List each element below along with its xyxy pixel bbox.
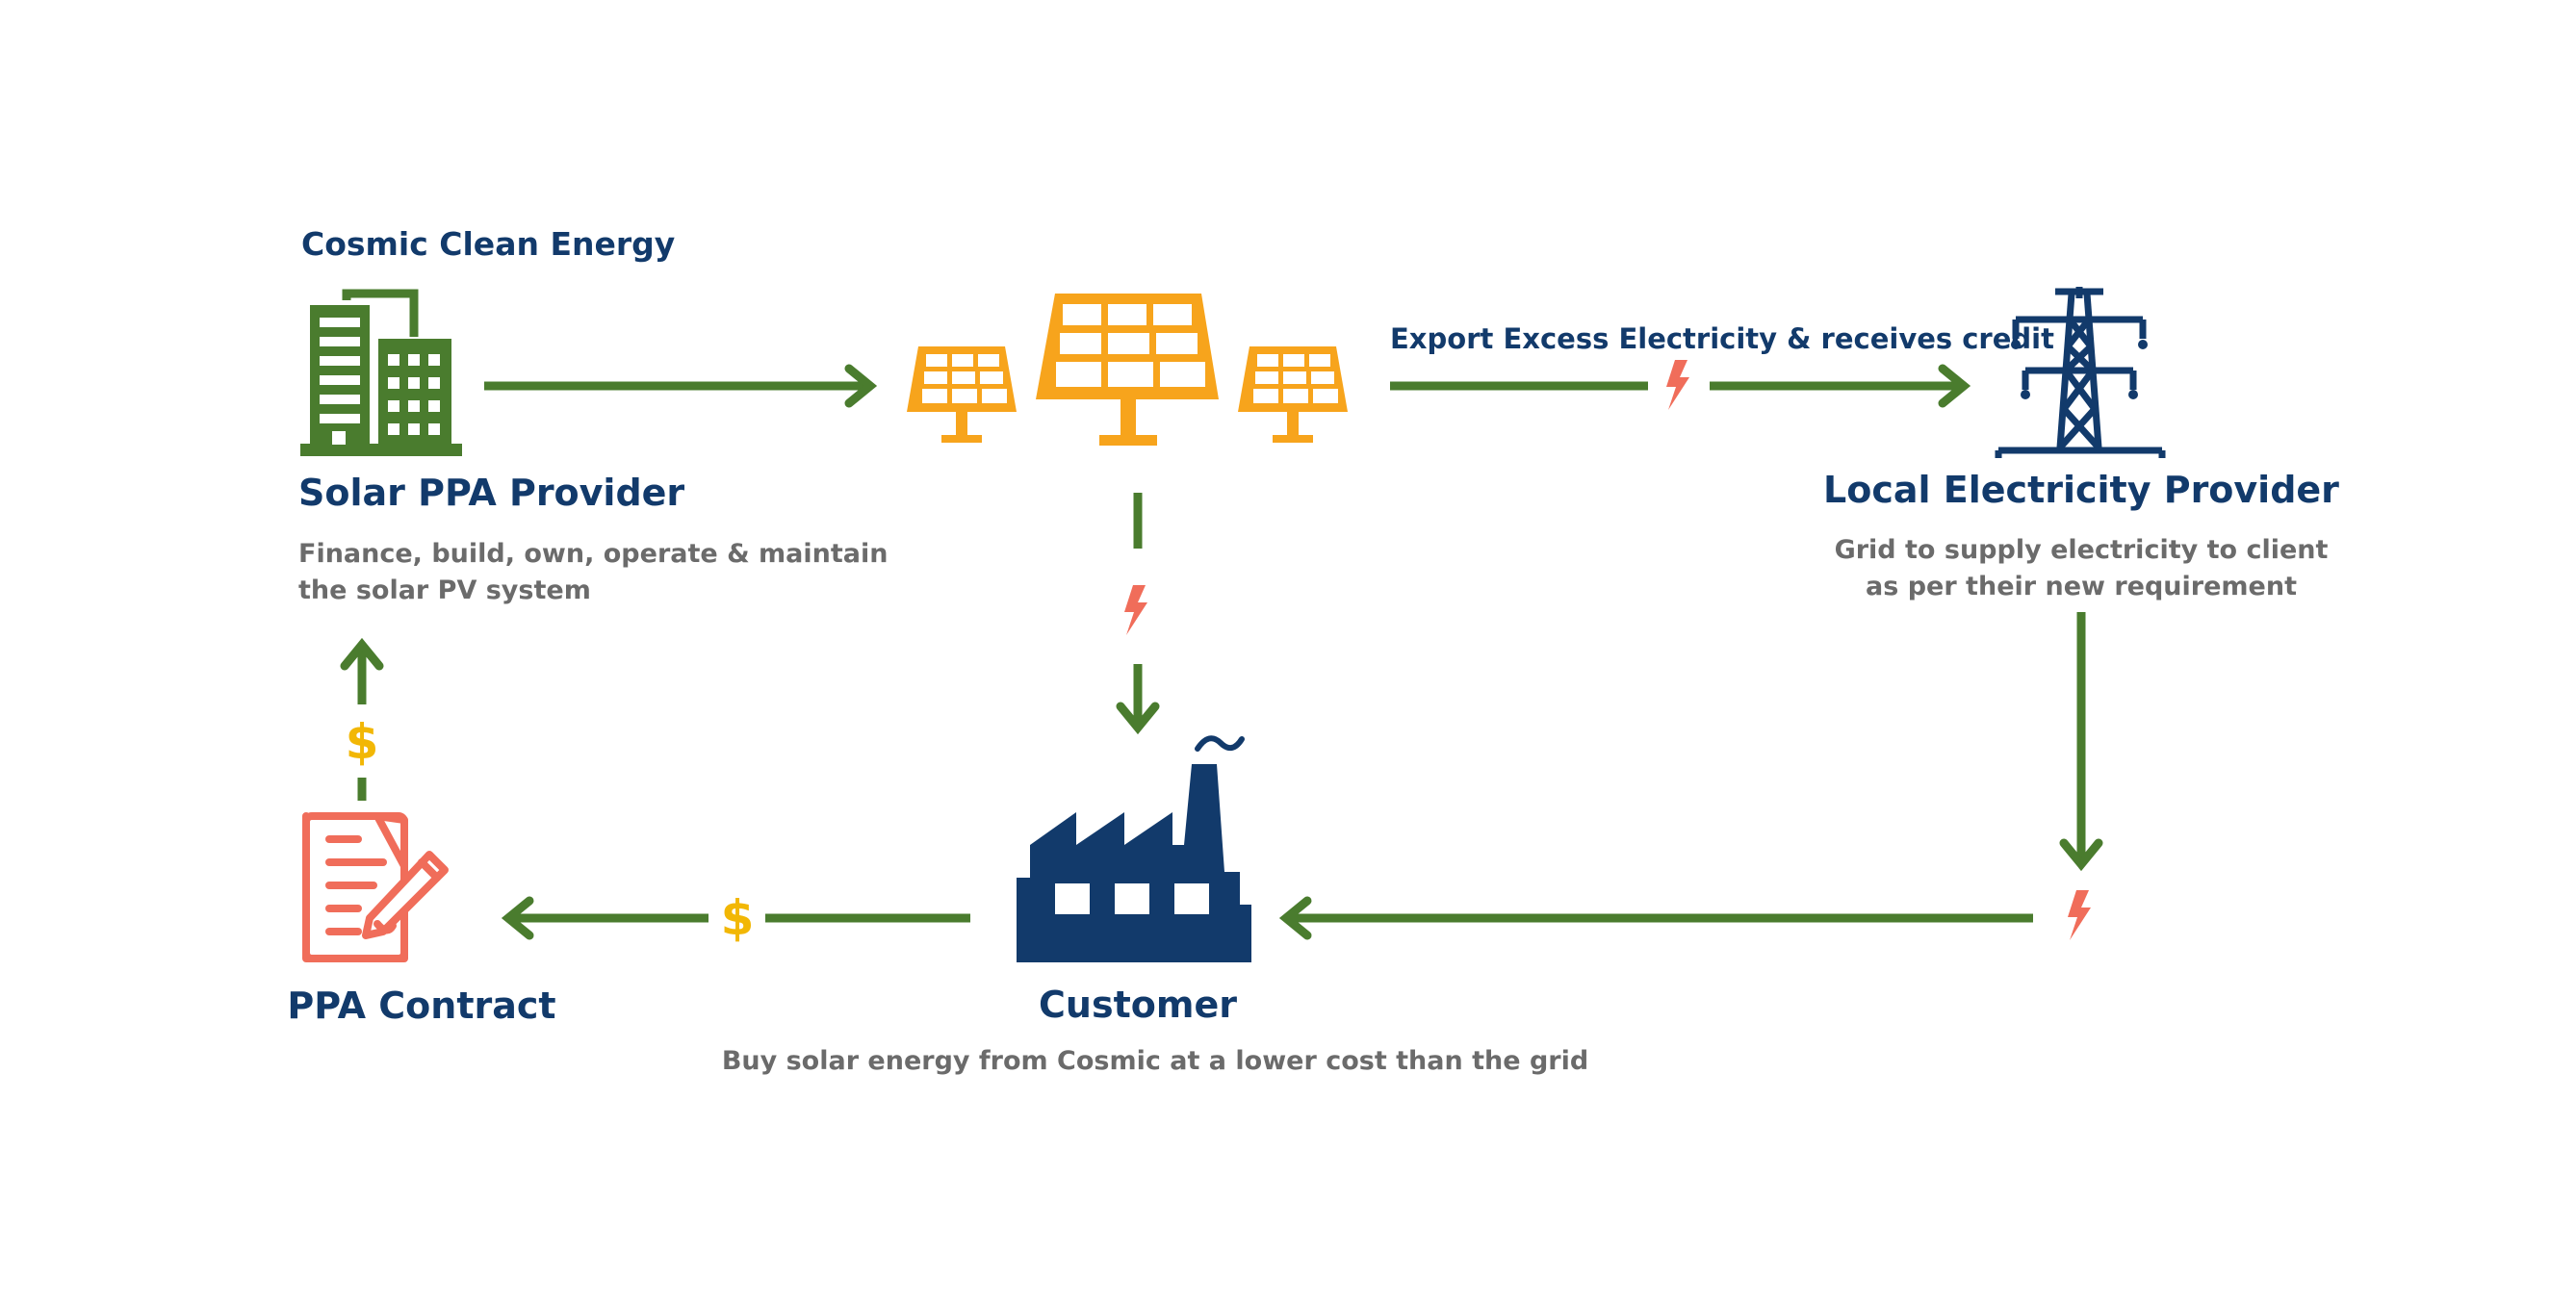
arrow-provider-to-solar — [484, 364, 878, 408]
bolt-icon-solar — [1124, 585, 1147, 635]
solar-panels-icon — [907, 294, 1348, 446]
provider-desc-line2: the solar PV system — [298, 575, 591, 605]
bolt-icon-export — [1666, 360, 1689, 410]
office-building-icon — [300, 289, 462, 456]
arrow-utility-to-customer — [1278, 896, 2033, 940]
provider-title: Solar PPA Provider — [298, 472, 684, 514]
arrow-utility-down — [2059, 612, 2103, 872]
arrow-solar-to-utility — [1390, 364, 1971, 408]
utility-desc-line1: Grid to supply electricity to client — [1835, 535, 2329, 565]
arrow-contract-to-provider — [340, 637, 384, 801]
tower-insulators — [2011, 340, 2148, 399]
contract-title: PPA Contract — [287, 984, 555, 1027]
utility-desc-line2: as per their new requirement — [1866, 572, 2297, 601]
dollar-icon-contract: $ — [346, 714, 379, 770]
utility-title: Local Electricity Provider — [1823, 469, 2339, 511]
dollar-icon-payment: $ — [721, 890, 755, 946]
export-label: Export Excess Electricity & receives cre… — [1390, 322, 2054, 355]
arrow-customer-to-contract — [501, 896, 970, 940]
customer-title: Customer — [1039, 984, 1237, 1026]
solar-panel-large — [1036, 294, 1219, 446]
provider-desc-line1: Finance, build, own, operate & maintain — [298, 539, 888, 569]
bolt-icon-grid — [2068, 890, 2091, 940]
arrow-solar-to-customer — [1116, 493, 1160, 735]
transmission-tower-icon — [1995, 287, 2166, 458]
customer-desc: Buy solar energy from Cosmic at a lower … — [722, 1046, 1588, 1076]
contract-document-icon — [302, 812, 449, 962]
factory-icon — [1017, 735, 1251, 962]
company-label: Cosmic Clean Energy — [301, 225, 675, 263]
